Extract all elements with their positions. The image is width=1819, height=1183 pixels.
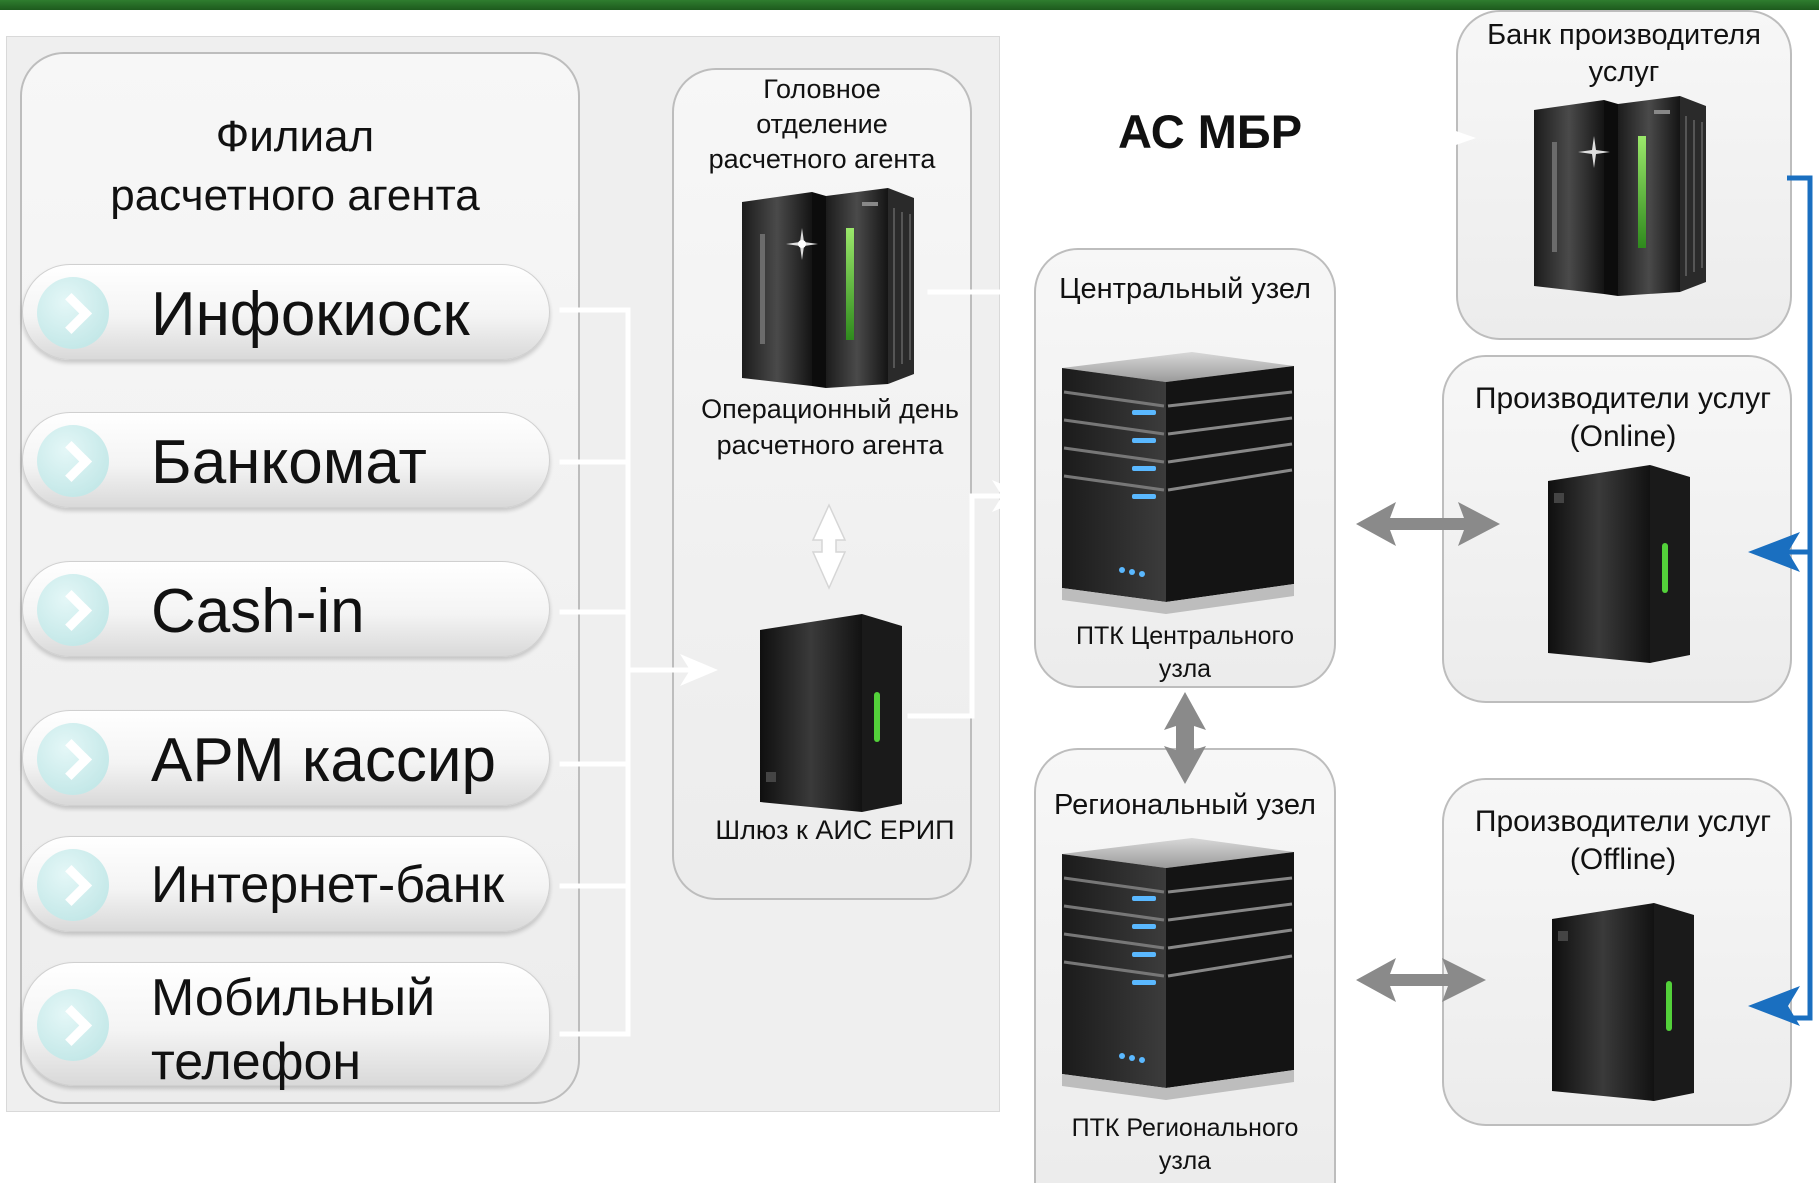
top-accent-stripe xyxy=(0,0,1819,10)
chevron-right-icon xyxy=(37,574,109,646)
channel-label: АРМ кассир xyxy=(151,726,496,795)
channel-cashier-workstation[interactable]: АРМ кассир xyxy=(22,710,550,806)
chevron-right-icon xyxy=(37,277,109,349)
channel-label: Cash-in xyxy=(151,577,365,646)
provider-bank-title-line-2: услуг xyxy=(1588,55,1660,88)
chevron-right-icon xyxy=(37,723,109,795)
operating-day-label: Операционный день расчетного агента xyxy=(672,392,988,463)
providers-online-title-line-2: (Online) xyxy=(1569,420,1677,454)
operating-day-label-line-2: расчетного агента xyxy=(716,429,944,460)
regional-node-server-label: ПТК Регионального узла xyxy=(1044,1112,1326,1177)
regional-node-server-label-line-2: узла xyxy=(1158,1146,1212,1175)
chevron-right-icon xyxy=(37,849,109,921)
regional-node-server-label-line-1: ПТК Регионального xyxy=(1071,1114,1299,1142)
branch-title-line-1: Филиал xyxy=(215,112,375,161)
gateway-server-icon xyxy=(760,614,902,812)
channel-mobile-phone[interactable]: Мобильный телефон xyxy=(22,962,550,1091)
head-office-title: Головное отделение расчетного агента xyxy=(672,72,972,177)
providers-online-title-line-1: Производители услуг xyxy=(1474,382,1772,415)
offline-provider-server-icon xyxy=(1552,903,1694,1101)
head-office-title-line-1: Головное xyxy=(763,74,881,104)
mainframe-server-icon xyxy=(742,188,914,388)
providers-offline-title-line-2: (Offline) xyxy=(1569,843,1677,877)
central-node-title: Центральный узел xyxy=(1059,273,1311,305)
provider-bank-title-line-1: Банк производителя xyxy=(1487,19,1761,51)
channel-label-line-2: телефон xyxy=(151,1032,362,1091)
channel-infokiosk[interactable]: Инфокиоск xyxy=(22,264,550,360)
regional-node-server-icon xyxy=(1062,838,1294,1100)
central-node-server-label-line-2: узла xyxy=(1158,654,1212,683)
online-provider-server-icon xyxy=(1548,465,1690,663)
channel-cash-in[interactable]: Cash-in xyxy=(22,561,550,657)
channel-label: Инфокиоск xyxy=(151,280,470,349)
chevron-right-icon xyxy=(37,425,109,497)
channel-atm[interactable]: Банкомат xyxy=(22,412,550,508)
providers-offline-title-line-1: Производители услуг xyxy=(1474,805,1772,838)
branch-title: Филиал расчетного агента xyxy=(40,108,550,225)
channel-label-line-1: Мобильный xyxy=(151,969,436,1027)
operating-day-label-line-1: Операционный день xyxy=(701,394,959,424)
central-node-server-icon xyxy=(1062,352,1294,614)
head-office-title-line-2: отделение xyxy=(756,109,888,140)
branch-title-line-2: расчетного агента xyxy=(110,170,480,220)
channel-label: Банкомат xyxy=(151,428,427,497)
central-node-server-label-line-1: ПТК Центрального xyxy=(1075,622,1294,650)
central-node-server-label: ПТК Центрального узла xyxy=(1044,620,1326,685)
arrow-head-mbr xyxy=(1056,118,1094,150)
provider-bank-title: Банк производителя услуг xyxy=(1456,17,1792,91)
regional-node-title: Региональный узел xyxy=(1054,789,1316,821)
providers-online-title: Производители услуг (Online) xyxy=(1442,380,1804,456)
channel-label: Мобильный телефон xyxy=(151,967,435,1095)
channel-label: Интернет-банк xyxy=(151,856,505,914)
head-office-title-line-3: расчетного агента xyxy=(708,144,936,175)
channel-internet-bank[interactable]: Интернет-банк xyxy=(22,836,550,932)
providers-offline-title: Производители услуг (Offline) xyxy=(1442,803,1804,879)
gateway-label: Шлюз к АИС ЕРИП xyxy=(715,815,955,845)
mainframe-server-icon xyxy=(1534,96,1706,296)
chevron-right-icon xyxy=(37,989,109,1061)
mbr-label: АС МБР xyxy=(1118,105,1303,158)
